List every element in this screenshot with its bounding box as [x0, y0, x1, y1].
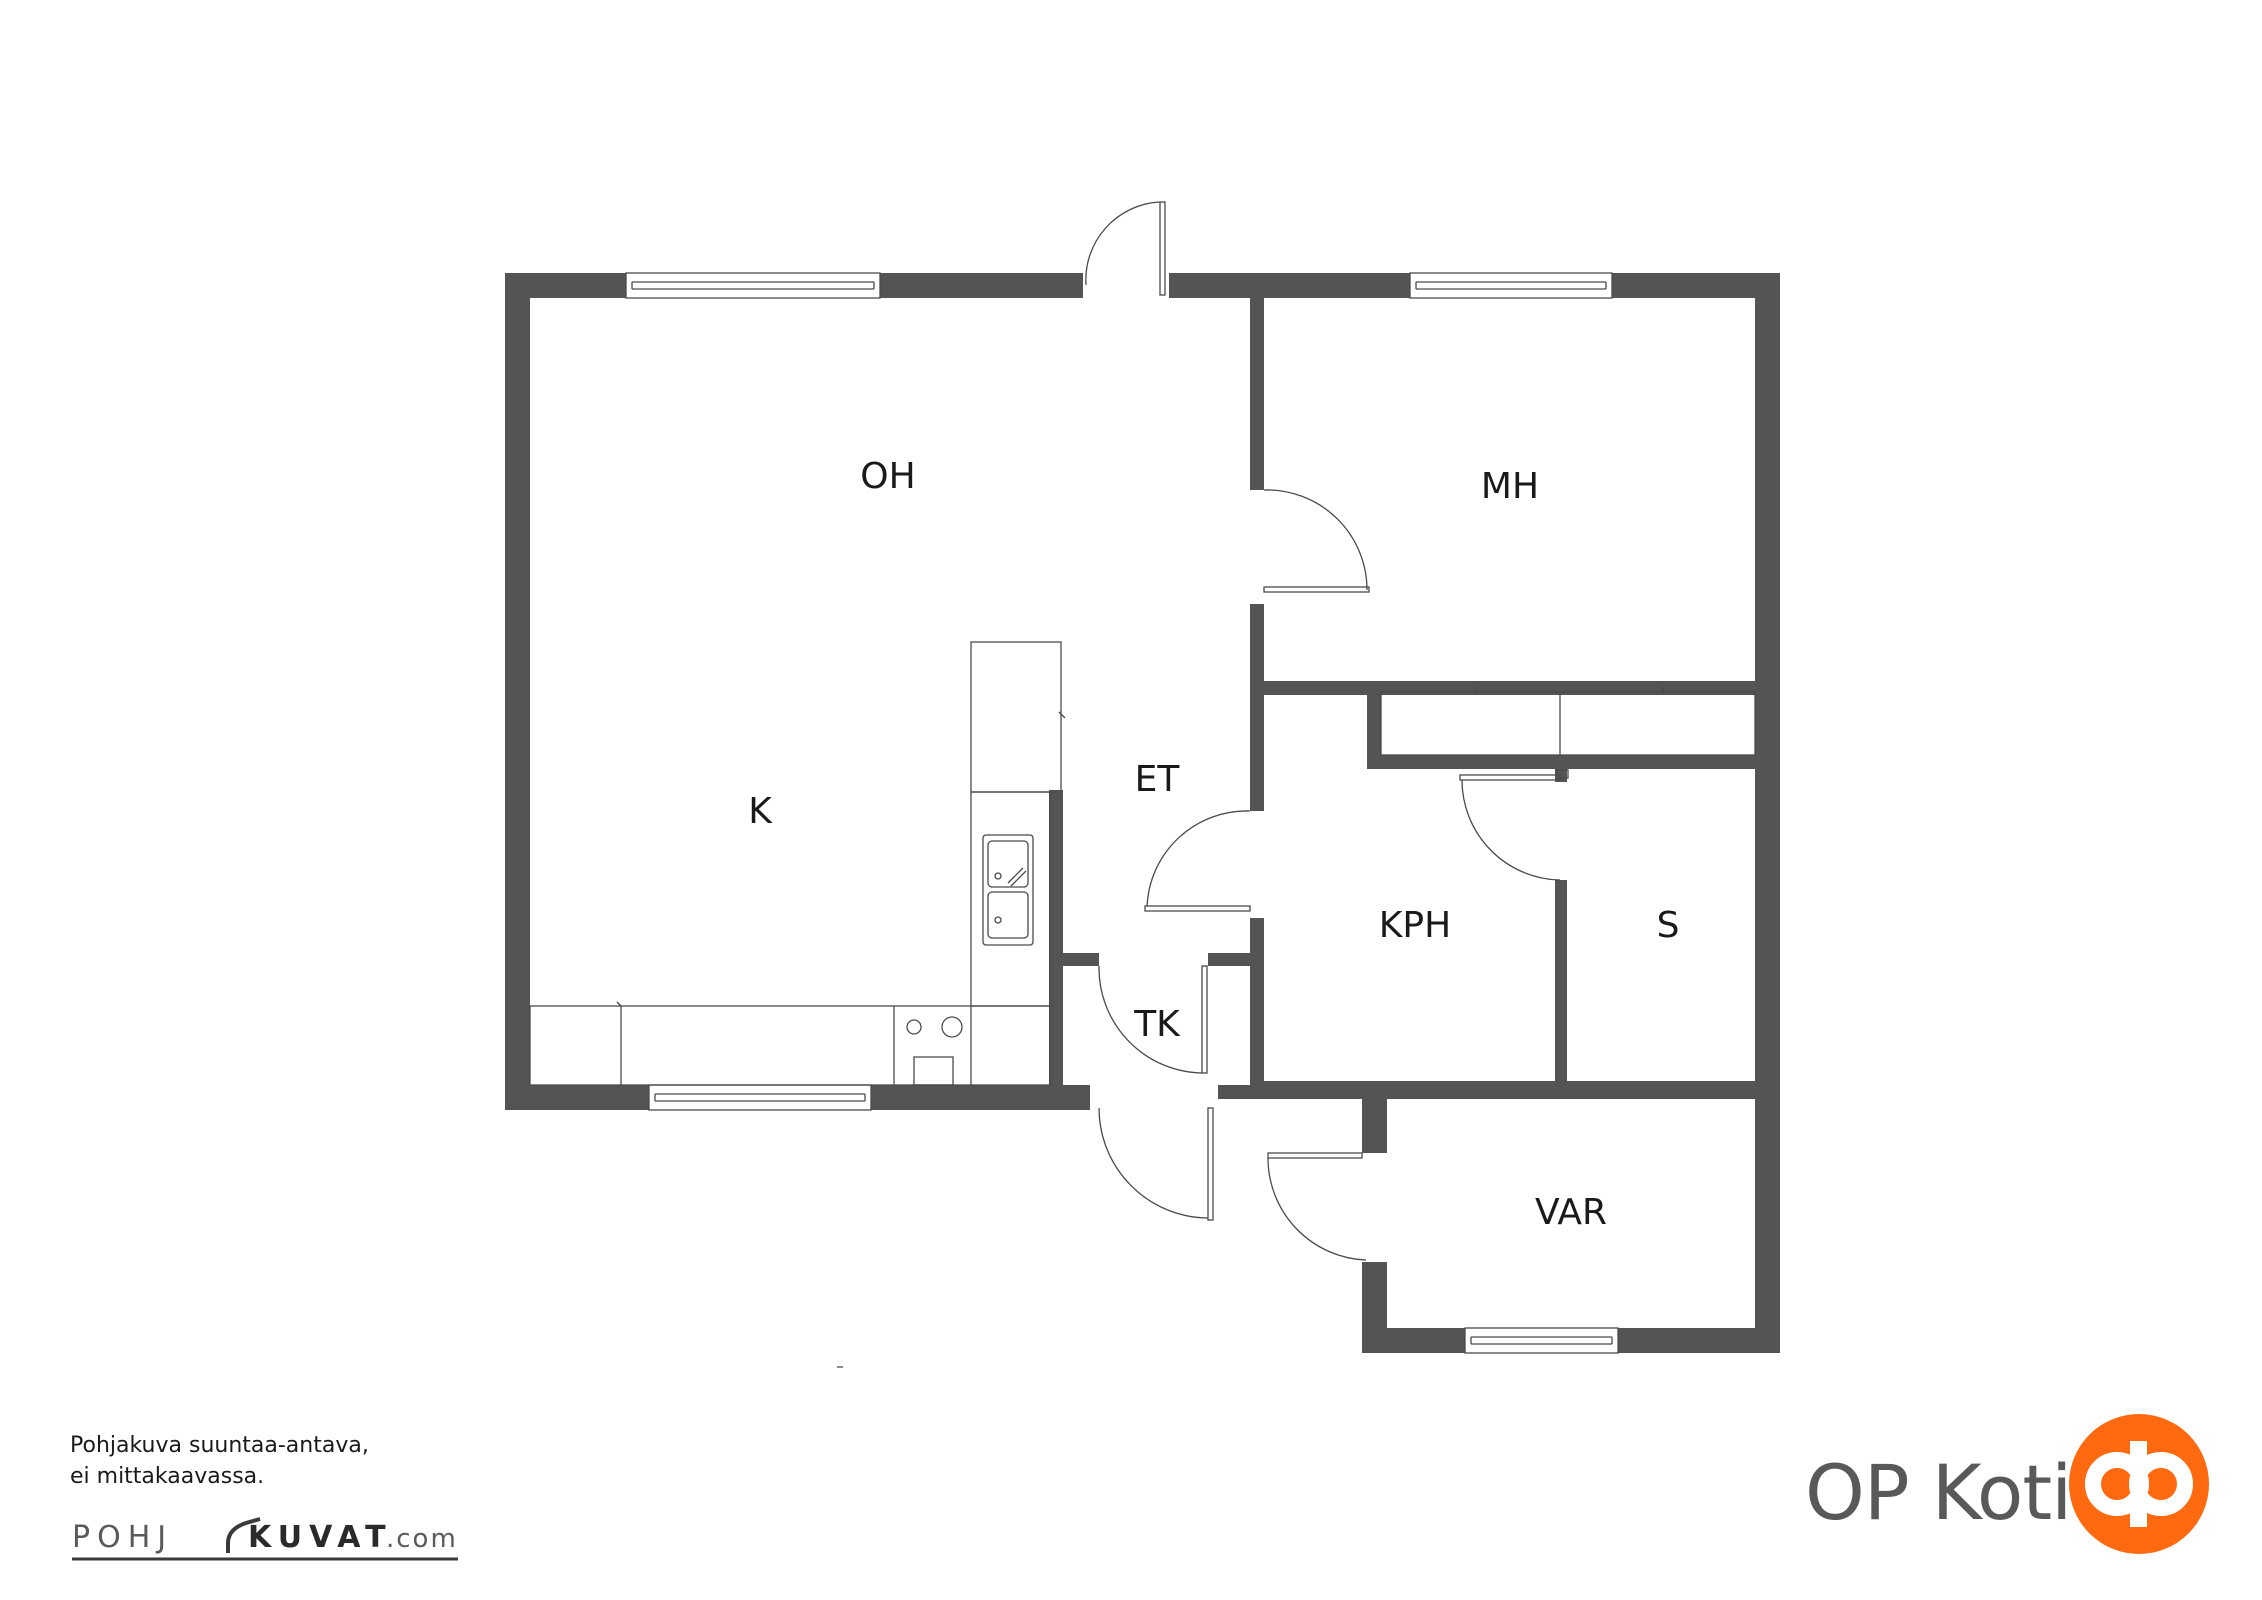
interior-walls	[1049, 298, 1755, 1098]
room-label-oh: OH	[860, 456, 915, 497]
window-oh	[625, 272, 881, 299]
disclaimer-line-2: ei mittakaavassa.	[70, 1464, 265, 1489]
kitchen-upper-cabinet	[970, 641, 1062, 793]
outer-walls	[505, 273, 1780, 1353]
pohjakuvat-logo-part3: .com	[386, 1524, 458, 1554]
op-logo-icon	[2069, 1414, 2209, 1554]
room-label-tk: TK	[1133, 1004, 1181, 1045]
doors	[1085, 201, 1569, 1261]
room-label-var: VAR	[1535, 1192, 1607, 1233]
room-label-s: S	[1657, 905, 1680, 946]
disclaimer-line-1: Pohjakuva suuntaa-antava,	[70, 1433, 369, 1458]
wardrobe	[1380, 686, 1756, 756]
door-et	[1144, 810, 1251, 912]
window-k	[648, 1084, 872, 1111]
door-var	[1267, 1152, 1367, 1261]
room-labels: OH MH ET K KPH S TK VAR	[748, 456, 1679, 1233]
fixtures	[529, 641, 1756, 1368]
kitchen-bottom-counter	[529, 1005, 1051, 1086]
pohjakuvat-logo: POHJ KUVAT .com	[72, 1517, 458, 1561]
disclaimer: Pohjakuva suuntaa-antava, ei mittakaavas…	[70, 1430, 369, 1492]
pohjakuvat-logo-part1: POHJ	[72, 1520, 173, 1555]
door-mh	[1263, 489, 1370, 593]
op-koti-brand: OP Koti	[1805, 1448, 2072, 1537]
door-back	[1098, 1107, 1214, 1221]
sink	[982, 834, 1034, 946]
windows	[625, 272, 1619, 1354]
room-label-kph: KPH	[1379, 905, 1451, 946]
pohjakuvat-logo-part2: KUVAT	[248, 1520, 393, 1555]
room-label-k: K	[748, 791, 773, 832]
door-entry	[1085, 201, 1166, 296]
window-mh	[1409, 272, 1613, 299]
door-tk	[1098, 965, 1208, 1074]
room-label-et: ET	[1135, 759, 1181, 800]
door-kph	[1459, 769, 1569, 881]
room-label-mh: MH	[1481, 466, 1539, 507]
window-var	[1464, 1327, 1619, 1354]
stove	[906, 1016, 963, 1086]
